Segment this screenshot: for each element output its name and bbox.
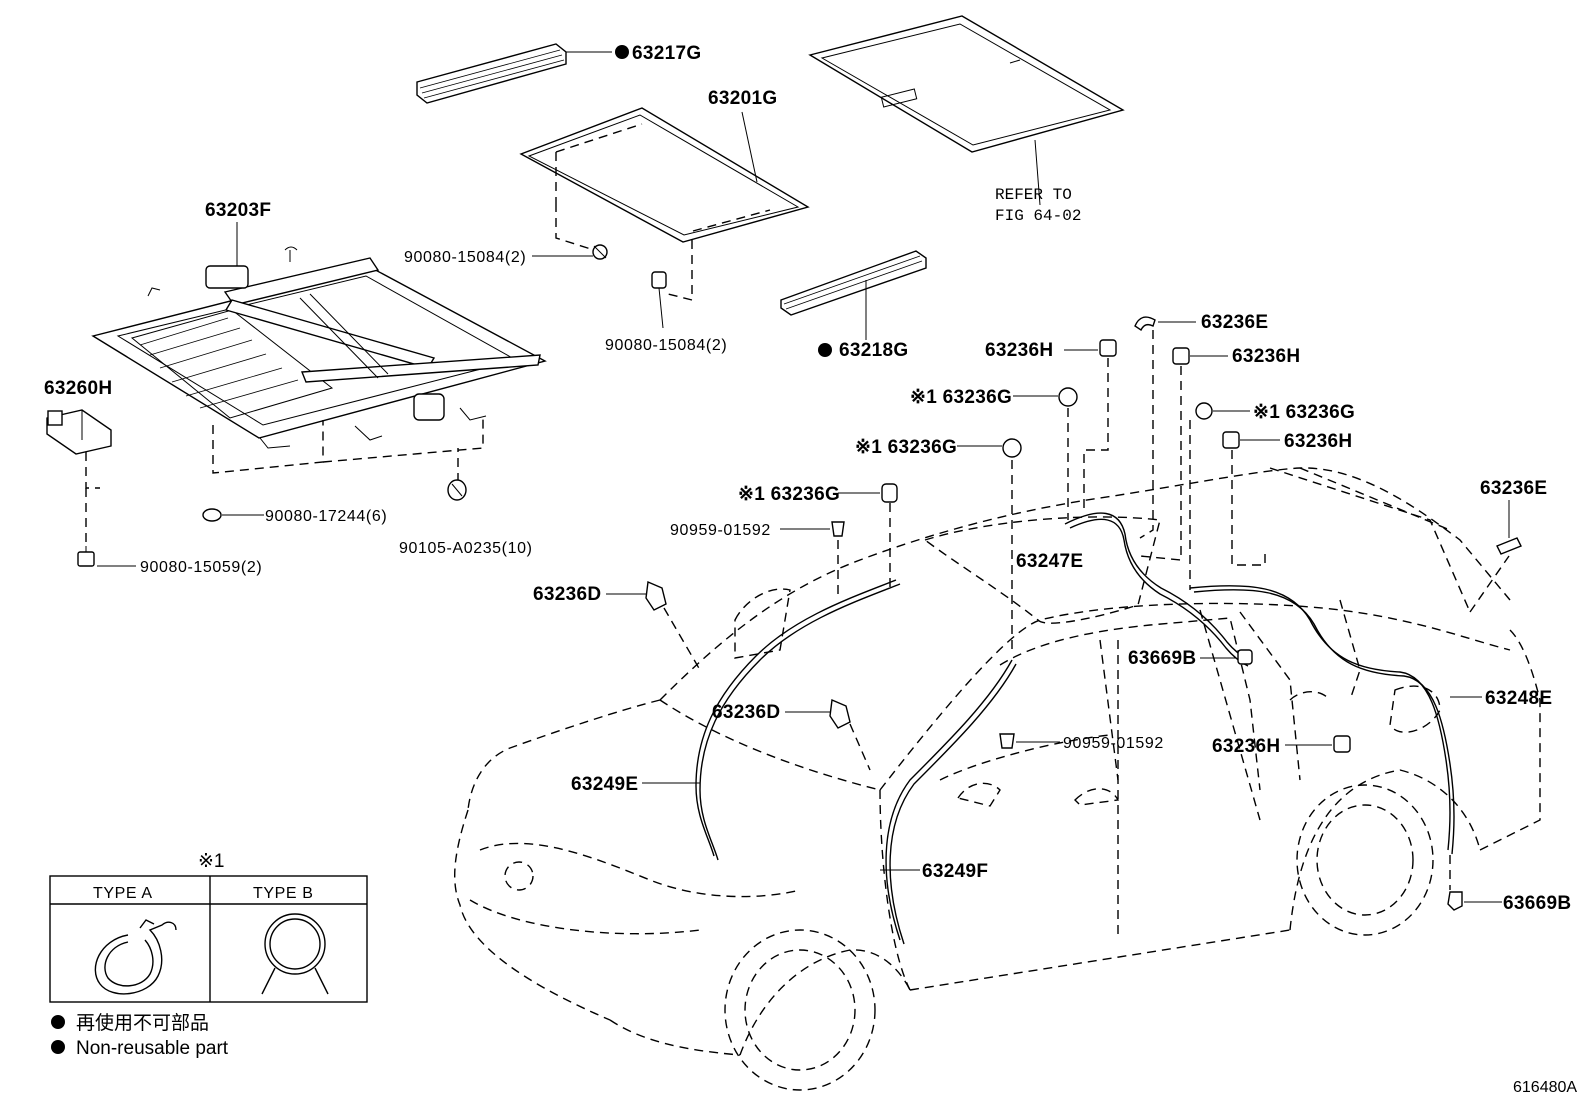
legend-non-reusable-en: Non-reusable part <box>76 1038 229 1059</box>
label-90959-01592-a[interactable]: 90959-01592 <box>670 522 771 539</box>
label-63236d-a[interactable]: 63236D <box>533 584 601 605</box>
grommet-63669b-a[interactable] <box>1200 649 1253 665</box>
label-63217g[interactable]: 63217G <box>632 43 701 64</box>
label-63669b-b[interactable]: 63669B <box>1503 893 1571 914</box>
label-63669b-a[interactable]: 63669B <box>1128 648 1196 669</box>
clip-90959-01592-b[interactable] <box>999 733 1060 749</box>
label-90080-17244[interactable]: 90080-17244(6) <box>265 508 387 525</box>
drain-hose-63249f[interactable] <box>885 659 1017 945</box>
label-63236e-right[interactable]: 63236E <box>1480 478 1547 499</box>
bolt-90080-15059[interactable] <box>77 546 136 567</box>
label-63236g-c[interactable]: ※1 63236G <box>855 437 957 458</box>
leader-63236h-a <box>1083 358 1109 508</box>
bolt-90080-17244[interactable] <box>202 508 264 522</box>
clip-type-legend <box>49 875 368 1003</box>
clamp-63236e-right[interactable] <box>1496 500 1522 555</box>
label-90959-01592-b[interactable]: 90959-01592 <box>1063 735 1164 752</box>
legend-non-reusable-jp: 再使用不可部品 <box>76 1012 209 1034</box>
weatherstrip-63218g[interactable] <box>780 250 927 340</box>
label-63248e[interactable]: 63248E <box>1485 688 1552 709</box>
clamp-63236h-d[interactable] <box>1285 735 1351 753</box>
label-63236g-d[interactable]: ※1 63236G <box>738 484 840 505</box>
refer-to-text: REFER TO <box>995 186 1072 204</box>
non-reusable-dot <box>615 45 629 59</box>
drain-hose-63249e[interactable] <box>695 579 901 861</box>
legend-note-mark: ※1 <box>198 851 225 872</box>
non-reusable-dot-legend <box>51 1015 65 1029</box>
leader-63236d-a <box>663 607 701 671</box>
label-63236h-a[interactable]: 63236H <box>985 340 1053 361</box>
clamp-63236d-a[interactable] <box>606 580 667 611</box>
clamp-63236g-a[interactable] <box>1013 387 1078 407</box>
label-63247e[interactable]: 63247E <box>1016 551 1083 572</box>
label-63203f[interactable]: 63203F <box>205 200 271 221</box>
clip-type-b-icon <box>261 913 329 995</box>
label-90105-a0235[interactable]: 90105-A0235(10) <box>399 540 533 557</box>
label-63201g[interactable]: 63201G <box>708 88 777 109</box>
label-63236e-top[interactable]: 63236E <box>1201 312 1268 333</box>
legend-type-b: TYPE B <box>253 885 314 902</box>
leader-housing-bolts-2 <box>322 414 484 463</box>
legend-type-a: TYPE A <box>93 885 153 902</box>
label-63218g[interactable]: 63218G <box>839 340 908 361</box>
leader-glass-bolt-2 <box>667 240 693 301</box>
screw-90105-a0235[interactable] <box>447 479 467 501</box>
leader-glass-bolt-1 <box>555 203 595 251</box>
label-63236d-b[interactable]: 63236D <box>712 702 780 723</box>
drain-hose-63248e[interactable] <box>1189 584 1455 855</box>
label-90080-15084-upper[interactable]: 90080-15084(2) <box>404 249 526 266</box>
clip-type-a-icon <box>94 919 177 995</box>
label-90080-15084-lower[interactable]: 90080-15084(2) <box>605 337 727 354</box>
figure-id: 616480A <box>1513 1079 1577 1096</box>
label-63236g-a[interactable]: ※1 63236G <box>910 387 1012 408</box>
clamp-63236g-b[interactable] <box>1195 402 1250 420</box>
non-reusable-dot <box>818 343 832 357</box>
sliding-roof-housing-63203f[interactable] <box>91 246 547 449</box>
label-63236h-c[interactable]: 63236H <box>1284 431 1352 452</box>
label-63236h-d[interactable]: 63236H <box>1212 736 1280 757</box>
bolt-90080-15084-lower[interactable] <box>651 271 667 329</box>
label-63249e[interactable]: 63249E <box>571 774 638 795</box>
drain-hose-63247e[interactable] <box>1064 512 1250 667</box>
leader-63236h-c <box>1231 450 1266 566</box>
clamp-63236h-b[interactable] <box>1172 347 1228 365</box>
leader-sensor <box>85 452 100 489</box>
non-reusable-dot-legend-2 <box>51 1040 65 1054</box>
label-63260h[interactable]: 63260H <box>44 378 112 399</box>
leader-63236e-top <box>1139 330 1154 539</box>
leader-63236h-b <box>1139 366 1182 561</box>
clamp-63236g-d[interactable] <box>838 483 898 503</box>
clamp-63236h-a[interactable] <box>1064 339 1117 357</box>
leader-63236e-right <box>1469 555 1510 613</box>
bolt-90080-15084-upper[interactable] <box>532 244 608 260</box>
leader-63236d-b <box>849 723 871 771</box>
vehicle-outline <box>454 467 1541 1091</box>
weatherstrip-63217g[interactable] <box>416 43 612 104</box>
leader-housing-bolts <box>212 420 324 474</box>
sunroof-sensor-63260h[interactable] <box>46 409 112 455</box>
clamp-63236g-c[interactable] <box>957 438 1022 458</box>
clamp-63236h-c[interactable] <box>1222 431 1280 449</box>
clip-90959-01592-a[interactable] <box>780 521 845 537</box>
sliding-roof-glass-63201g[interactable] <box>519 107 810 243</box>
clamp-63236d-b[interactable] <box>785 698 851 729</box>
label-63236h-b[interactable]: 63236H <box>1232 346 1300 367</box>
label-63236g-b[interactable]: ※1 63236G <box>1253 402 1355 423</box>
fig-ref-text[interactable]: FIG 64-02 <box>995 207 1081 225</box>
grommet-63669b-b[interactable] <box>1447 891 1502 911</box>
clamp-63236e-top[interactable] <box>1134 316 1196 332</box>
sunshade-panel[interactable] <box>808 15 1125 206</box>
label-90080-15059[interactable]: 90080-15059(2) <box>140 559 262 576</box>
label-63249f[interactable]: 63249F <box>922 861 988 882</box>
